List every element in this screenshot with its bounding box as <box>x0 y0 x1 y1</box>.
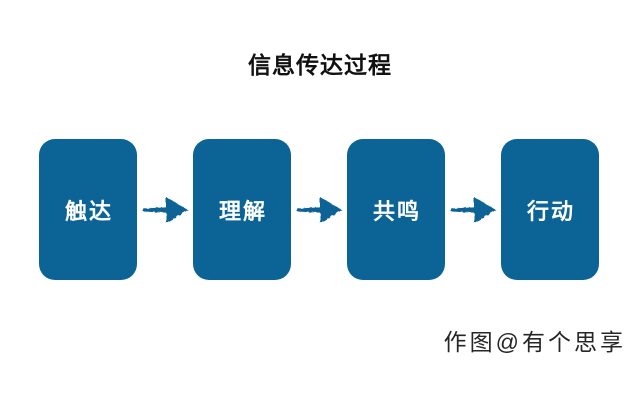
step-label-action: 行动 <box>526 198 575 224</box>
step-label-understand: 理解 <box>218 198 267 224</box>
step-box-reach: 触达 <box>39 139 137 280</box>
arrow-right-icon <box>137 139 193 280</box>
watermark-credit: 作图@有个思享 <box>443 329 626 355</box>
arrow-right-icon <box>445 139 501 280</box>
step-label-resonance: 共鸣 <box>372 198 421 224</box>
process-flow: 触达 理解 共鸣 <box>39 139 599 280</box>
diagram-title: 信息传达过程 <box>248 52 392 78</box>
step-box-resonance: 共鸣 <box>347 139 445 280</box>
step-label-reach: 触达 <box>64 198 113 224</box>
arrow-right-icon <box>291 139 347 280</box>
step-box-action: 行动 <box>501 139 599 280</box>
step-box-understand: 理解 <box>193 139 291 280</box>
